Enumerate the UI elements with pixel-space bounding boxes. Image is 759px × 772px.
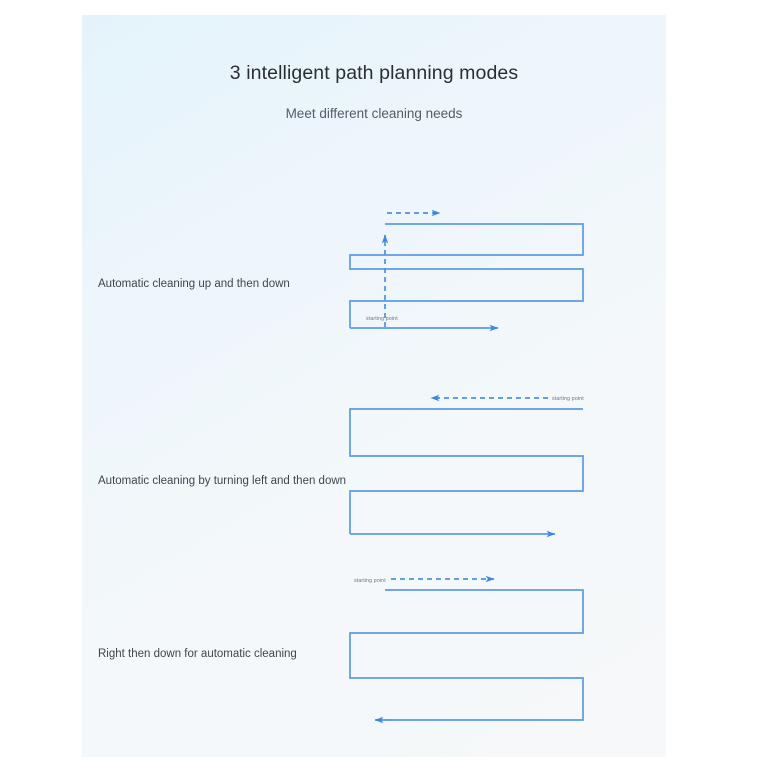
starting-point-label-3: starting point [354,578,386,584]
diagram-up-then-down: starting point [349,209,584,332]
path-diagrams: starting point starting point starting p… [349,209,584,724]
serpentine-path [349,589,584,721]
mode-label-right-then-down: Right then down for automatic cleaning [98,648,297,660]
serpentine-path [349,408,584,534]
starting-point-label-1: starting point [366,316,398,322]
content-panel: 3 intelligent path planning modes Meet d… [82,15,666,757]
page-title: 3 intelligent path planning modes [229,62,519,84]
mode-label-left-then-down: Automatic cleaning by turning left and t… [98,475,347,487]
diagram-left-then-down: starting point [349,394,584,538]
starting-point-label-2: starting point [552,396,584,402]
mode-label-up-then-down: Automatic cleaning up and then down [98,278,290,290]
page-subtitle: Meet different cleaning needs [285,106,463,121]
serpentine-path [349,223,584,328]
diagram-right-then-down: starting point [349,575,584,724]
